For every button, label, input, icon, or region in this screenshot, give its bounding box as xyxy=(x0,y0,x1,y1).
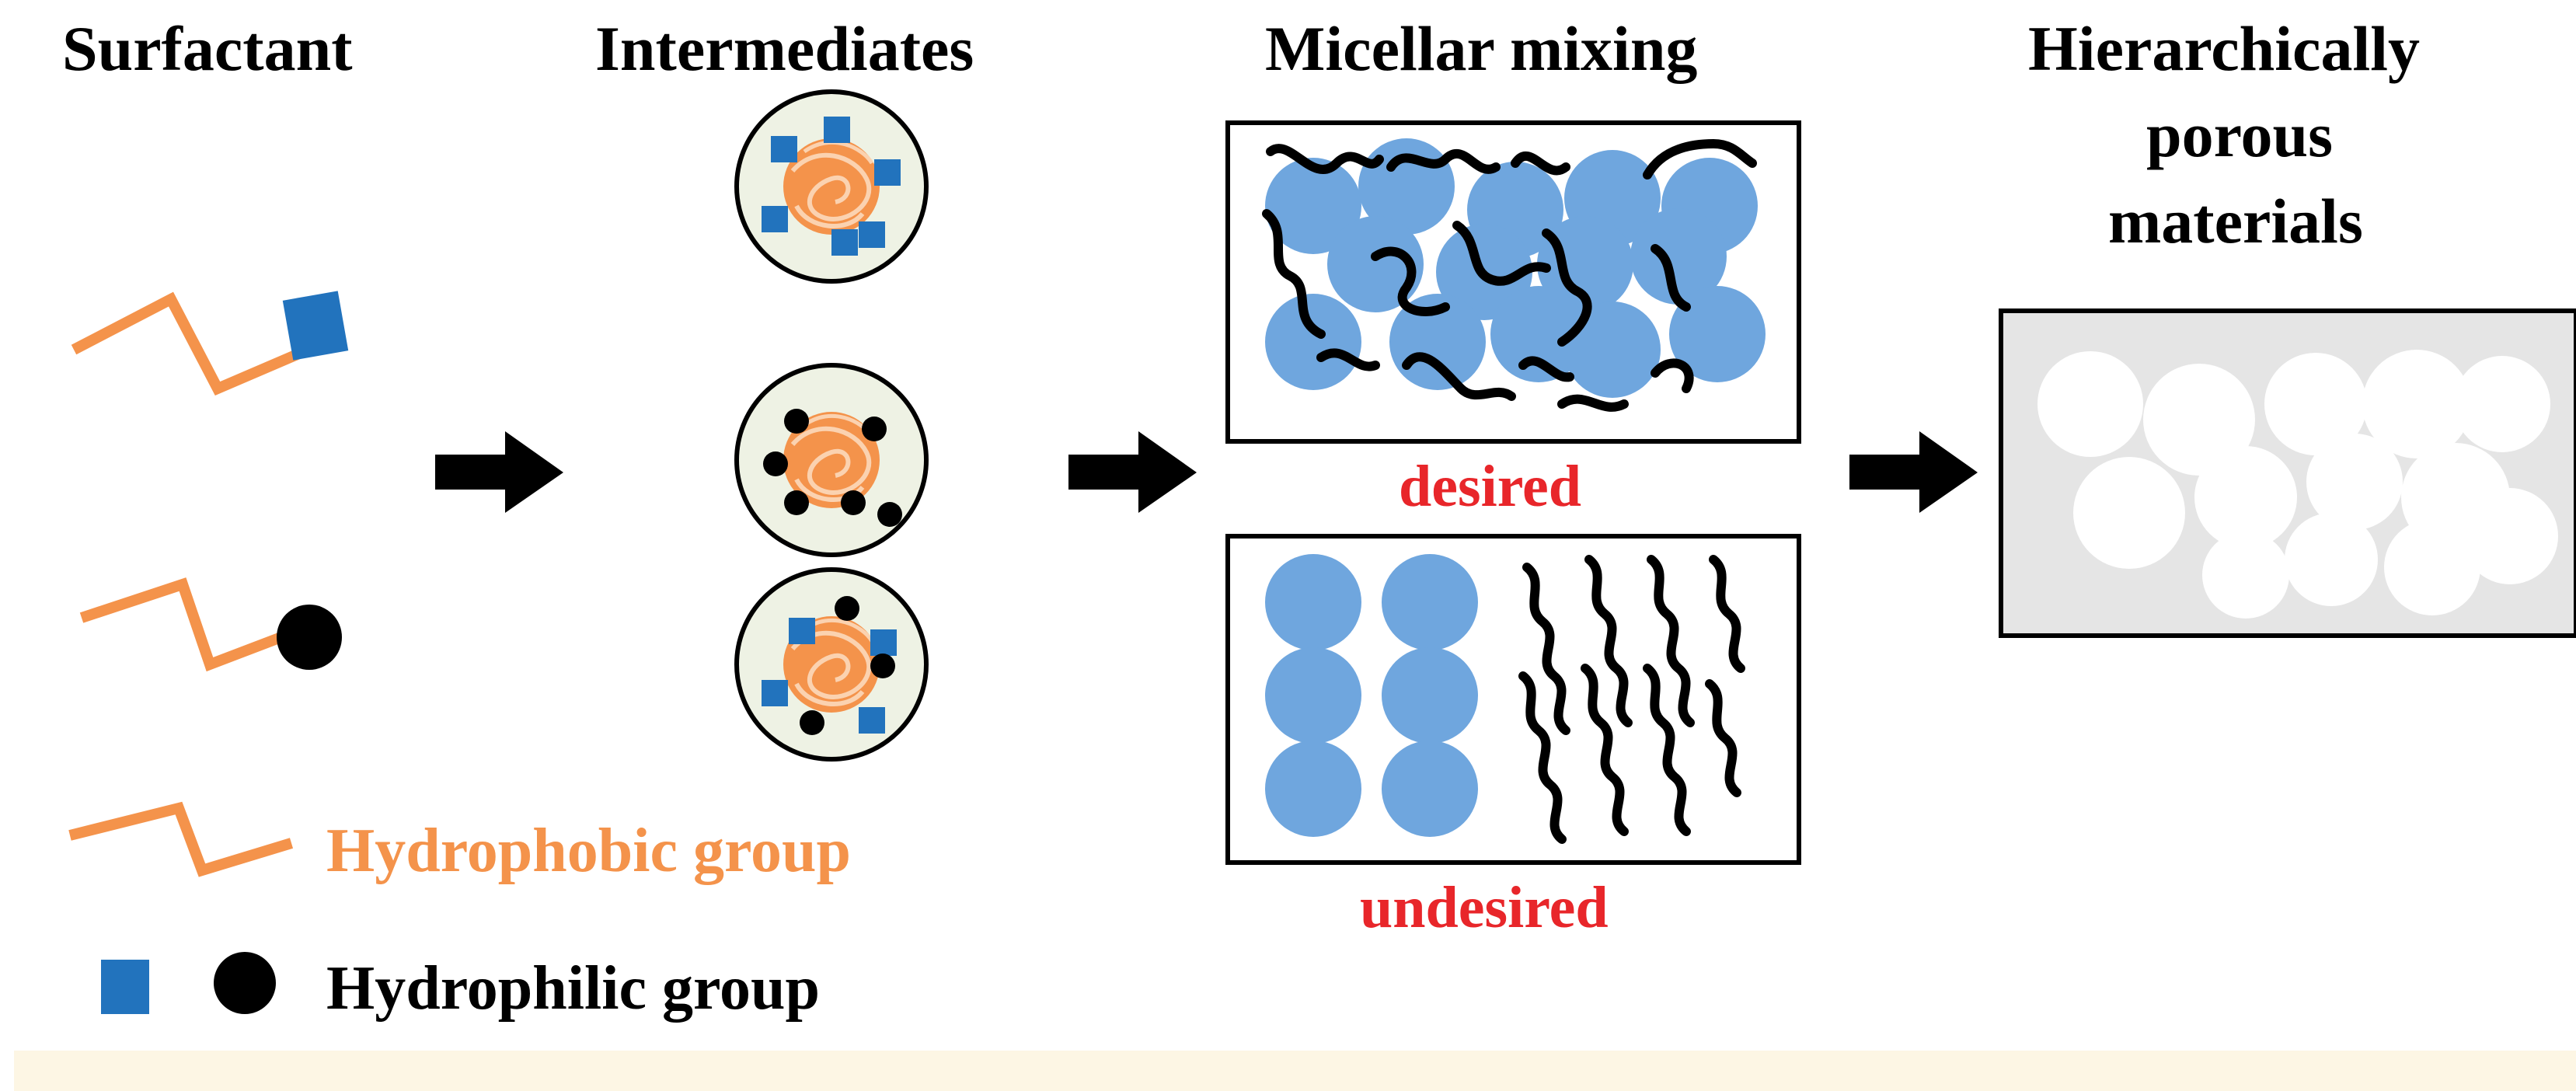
surfactant-square-head xyxy=(71,291,349,396)
undesired-mixing-box xyxy=(1225,534,1801,865)
header-micellar-mixing: Micellar mixing xyxy=(1265,13,1698,84)
header-hierarchical-line1: Hierarchically xyxy=(2028,13,2421,84)
intermediate-square xyxy=(734,89,929,284)
surfactant-circle-head xyxy=(79,577,342,672)
intermediate-mixed xyxy=(734,567,929,762)
intermediate-circle xyxy=(734,363,929,557)
header-hierarchical-line2: porous xyxy=(2146,99,2334,170)
legend-hydrophobic-swatch xyxy=(68,801,294,877)
arrow-icon xyxy=(435,431,563,513)
desired-mixing-box xyxy=(1225,120,1801,444)
arrow-icon xyxy=(1068,431,1197,513)
footer-band xyxy=(14,1051,2576,1091)
legend-hydrophilic-label: Hydrophilic group xyxy=(326,954,820,1023)
legend-square-swatch xyxy=(101,960,149,1014)
header-hierarchical-line3: materials xyxy=(2108,186,2363,256)
legend-circle-swatch xyxy=(214,952,276,1014)
label-undesired: undesired xyxy=(1360,875,1609,940)
arrow-icon xyxy=(1849,431,1978,513)
porous-material-box xyxy=(1999,308,2576,638)
header-intermediates: Intermediates xyxy=(595,13,974,84)
label-desired: desired xyxy=(1399,454,1582,519)
header-surfactant: Surfactant xyxy=(62,13,353,84)
legend-hydrophobic-label: Hydrophobic group xyxy=(326,817,852,885)
